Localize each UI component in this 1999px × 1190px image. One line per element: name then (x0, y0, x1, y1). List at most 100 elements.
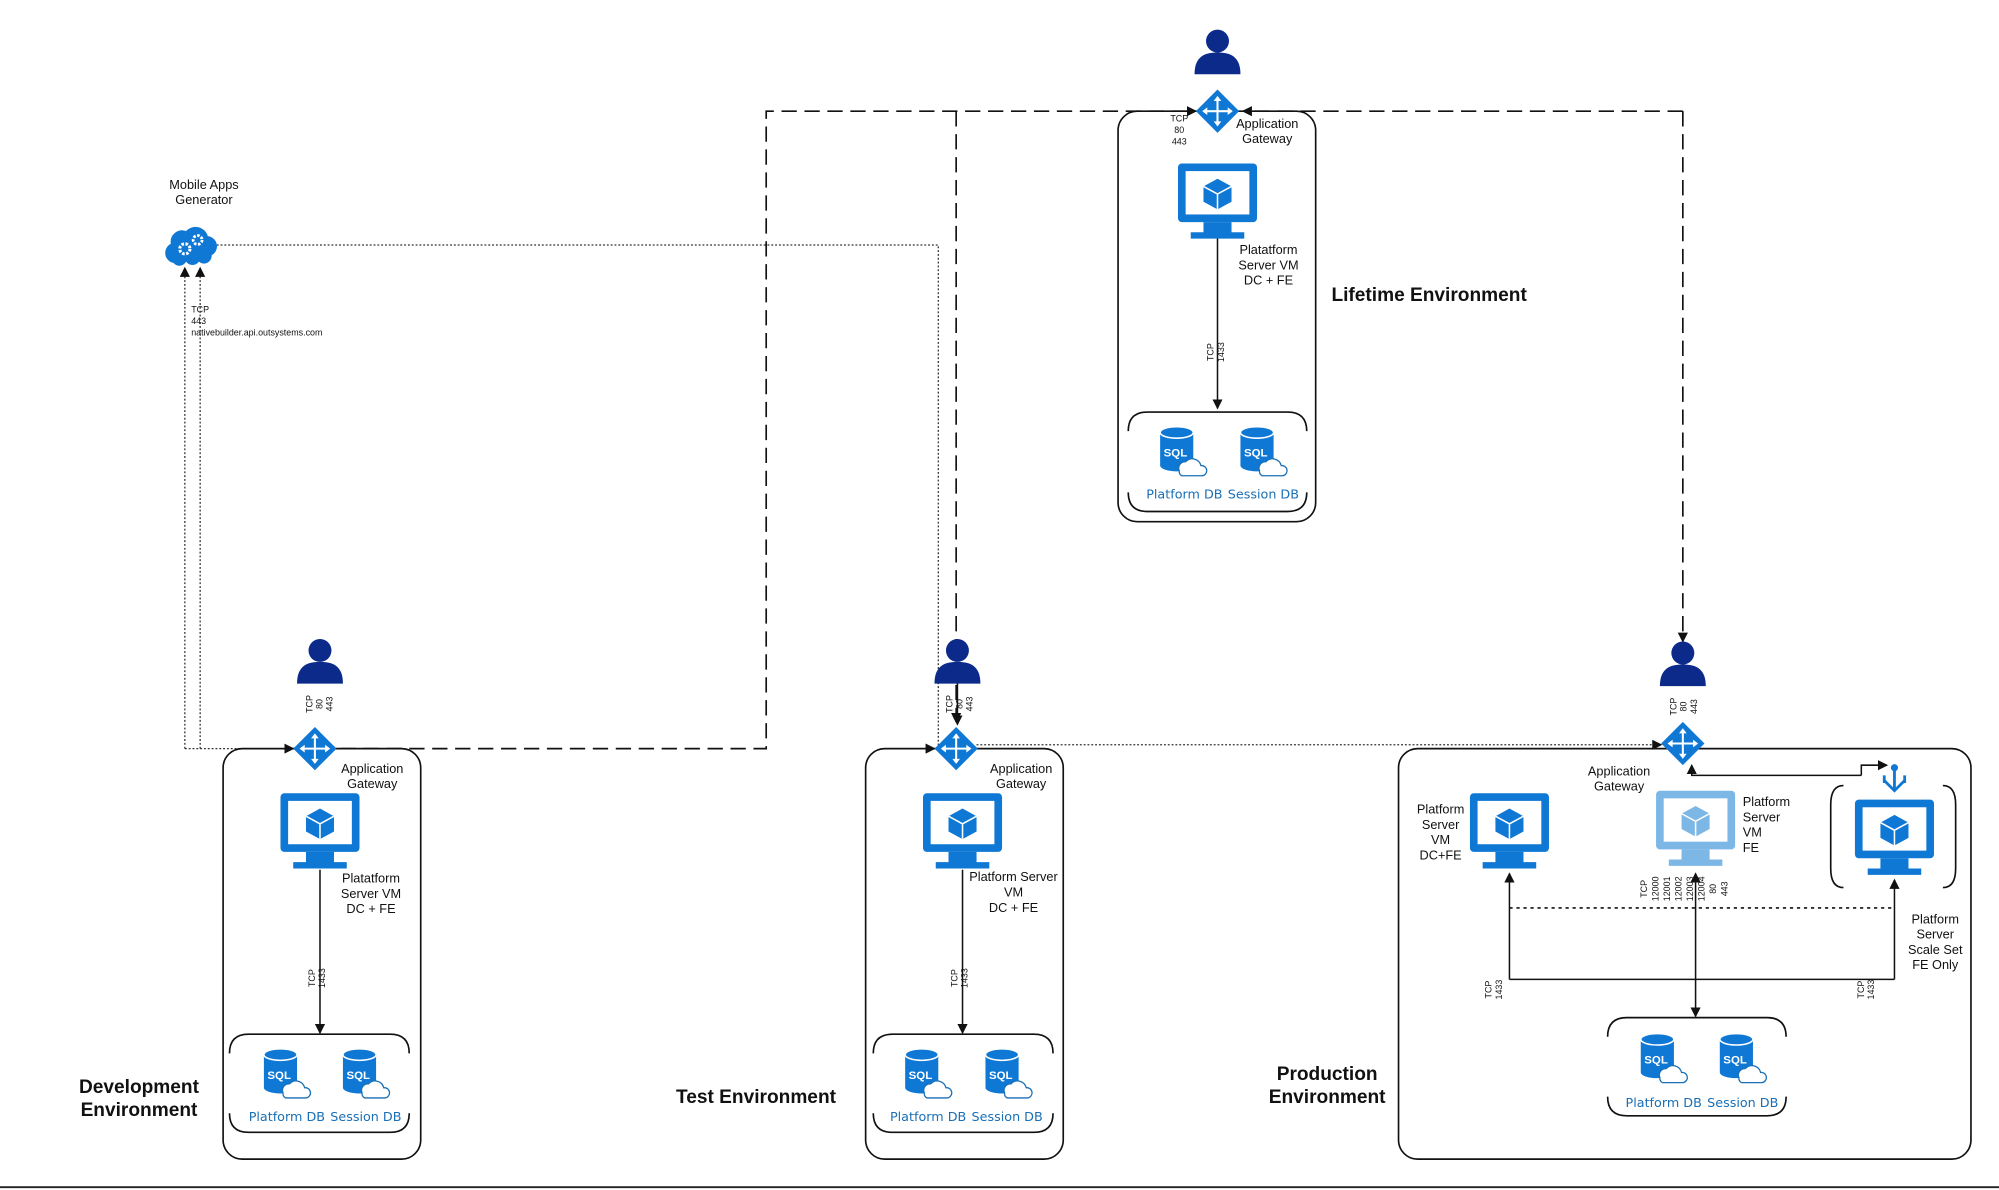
development-user-icon (297, 638, 343, 684)
svg-text:80: 80 (1174, 125, 1184, 135)
svg-text:Generator: Generator (175, 192, 233, 207)
svg-text:Gateway: Gateway (1594, 779, 1645, 794)
svg-text:Server VM: Server VM (1238, 257, 1298, 272)
svg-text:Scale Set: Scale Set (1908, 942, 1963, 957)
svg-text:VM: VM (1743, 825, 1762, 840)
svg-text:Environment: Environment (81, 1100, 198, 1121)
lifetime-user-icon (1194, 29, 1241, 75)
svg-text:TCP: TCP (1484, 981, 1494, 999)
svg-text:DC+FE: DC+FE (1420, 848, 1462, 863)
development-server-vm-icon (279, 792, 361, 870)
lifetime-environment: Lifetime Environment TCP 80 443 Applicat… (1146, 113, 1527, 502)
svg-text:80: 80 (315, 699, 325, 709)
svg-text:TCP: TCP (307, 969, 317, 987)
svg-text:Session DB: Session DB (1707, 1096, 1778, 1111)
svg-text:Environment: Environment (1269, 1087, 1386, 1108)
svg-text:80: 80 (955, 699, 965, 709)
lifetime-gateway-icon (1194, 88, 1241, 134)
svg-text:SQL: SQL (1164, 448, 1188, 460)
connectors (0, 106, 1999, 1189)
svg-text:TCP: TCP (304, 695, 314, 713)
svg-text:Application: Application (990, 761, 1052, 776)
svg-text:1433: 1433 (960, 968, 970, 988)
load-balancer-icon (1882, 762, 1907, 793)
svg-text:Session DB: Session DB (972, 1110, 1043, 1125)
svg-text:DC + FE: DC + FE (346, 901, 395, 916)
svg-text:12002: 12002 (1674, 876, 1684, 901)
svg-text:nativebuilder.api.outsystems.c: nativebuilder.api.outsystems.com (191, 328, 322, 338)
lifetime-db-group (1127, 411, 1308, 513)
svg-text:TCP: TCP (944, 695, 954, 713)
svg-text:SQL: SQL (1244, 448, 1268, 460)
production-user-icon (1659, 641, 1706, 687)
svg-text:SQL: SQL (267, 1070, 291, 1082)
svg-text:443: 443 (1719, 881, 1729, 896)
svg-text:Server: Server (1916, 927, 1954, 942)
svg-text:Gateway: Gateway (1242, 131, 1293, 146)
svg-text:Development: Development (79, 1077, 200, 1098)
svg-text:1433: 1433 (1216, 342, 1226, 362)
mobile-apps-generator: Mobile Apps Generator TCP 443 nativebuil… (169, 177, 322, 338)
svg-text:Platform DB: Platform DB (1626, 1096, 1702, 1111)
svg-text:Test Environment: Test Environment (676, 1087, 837, 1108)
svg-text:TCP: TCP (949, 969, 959, 987)
svg-text:TCP: TCP (1856, 981, 1866, 999)
production-gateway-icon (1660, 720, 1706, 767)
test-db-group (872, 1033, 1054, 1134)
svg-text:TCP: TCP (1639, 880, 1649, 898)
svg-text:Platform DB: Platform DB (890, 1110, 966, 1125)
svg-text:Platform: Platform (1417, 802, 1464, 817)
svg-text:Application: Application (1588, 763, 1650, 778)
svg-text:TCP: TCP (1170, 113, 1188, 123)
svg-text:12004: 12004 (1697, 876, 1707, 901)
svg-text:VM: VM (1004, 885, 1023, 900)
svg-text:443: 443 (191, 316, 206, 326)
svg-text:Platform DB: Platform DB (249, 1110, 325, 1125)
svg-text:Platform DB: Platform DB (1146, 488, 1222, 503)
production-vm-fe-icon (1655, 789, 1736, 867)
svg-text:Platatform: Platatform (1239, 242, 1297, 257)
test-user-icon (934, 638, 981, 684)
svg-text:443: 443 (965, 697, 975, 712)
svg-text:Server VM: Server VM (341, 886, 401, 901)
svg-text:80: 80 (1679, 702, 1689, 712)
svg-text:1433: 1433 (317, 968, 327, 988)
svg-text:Application: Application (1236, 116, 1298, 131)
svg-text:1433: 1433 (1866, 980, 1876, 1000)
svg-text:80: 80 (1708, 884, 1718, 894)
svg-text:Platatform: Platatform (342, 870, 400, 885)
svg-text:VM: VM (1431, 832, 1450, 847)
svg-text:FE: FE (1743, 840, 1759, 855)
test-gateway-icon (933, 725, 979, 772)
production-scale-set-vm-icon (1854, 798, 1935, 876)
svg-text:Platform Server: Platform Server (969, 869, 1058, 884)
svg-text:SQL: SQL (1644, 1055, 1668, 1067)
svg-text:FE Only: FE Only (1912, 957, 1959, 972)
production-vm-dcfe-icon (1469, 792, 1550, 870)
svg-text:12001: 12001 (1662, 876, 1672, 901)
svg-text:12000: 12000 (1651, 876, 1661, 901)
svg-text:Lifetime Environment: Lifetime Environment (1331, 285, 1527, 306)
scale-set-bracket (1829, 784, 1957, 889)
svg-text:DC + FE: DC + FE (989, 900, 1038, 915)
svg-text:Session DB: Session DB (1228, 488, 1299, 503)
svg-text:DC + FE: DC + FE (1244, 273, 1293, 288)
svg-text:Server: Server (1422, 817, 1460, 832)
svg-text:443: 443 (325, 697, 335, 712)
svg-text:Platform: Platform (1743, 794, 1790, 809)
svg-text:Server: Server (1743, 809, 1781, 824)
svg-text:SQL: SQL (346, 1070, 370, 1082)
development-db-group (228, 1033, 411, 1134)
svg-text:Gateway: Gateway (996, 776, 1047, 791)
svg-text:Session DB: Session DB (330, 1110, 401, 1125)
svg-text:Gateway: Gateway (347, 776, 398, 791)
svg-text:443: 443 (1172, 136, 1187, 146)
cloud-gears-icon (163, 225, 219, 268)
svg-text:TCP: TCP (1668, 698, 1678, 716)
svg-text:Mobile Apps: Mobile Apps (169, 177, 238, 192)
